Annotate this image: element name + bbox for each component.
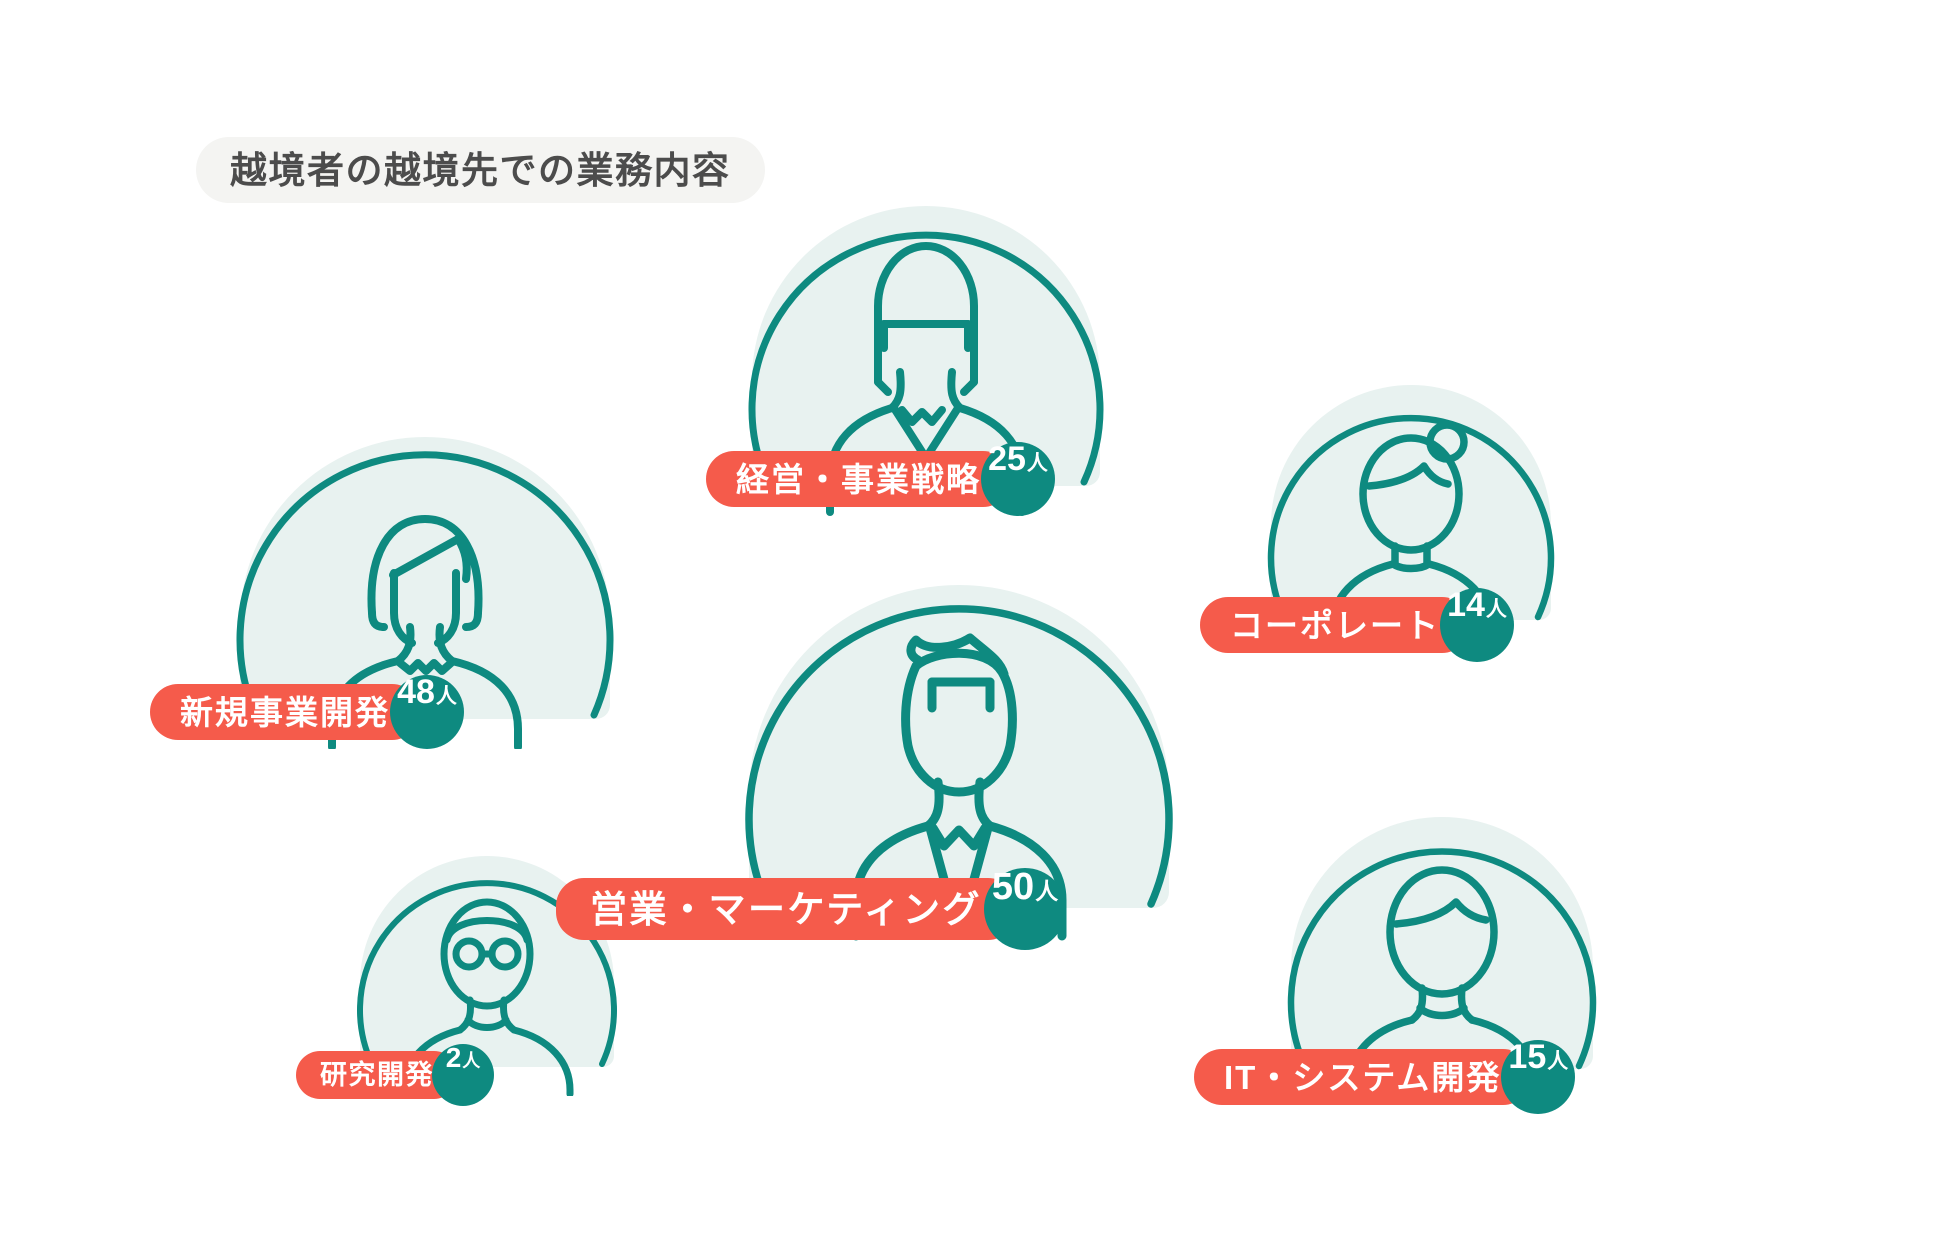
count-unit: 人 bbox=[462, 1051, 481, 1071]
count-value: 15 bbox=[1508, 1038, 1547, 1076]
count-value: 25 bbox=[988, 440, 1026, 478]
count-unit: 人 bbox=[1485, 598, 1507, 621]
category-pill-it-system-dev[interactable]: IT・システム開発 bbox=[1194, 1049, 1532, 1105]
count-unit: 人 bbox=[1035, 878, 1059, 904]
count-value: 48 bbox=[397, 673, 435, 711]
category-label: コーポレート bbox=[1230, 606, 1440, 644]
male-short-hair-suit-tie-avatar bbox=[745, 585, 1173, 941]
count-unit: 人 bbox=[1547, 1050, 1569, 1073]
category-label: 営業・マーケティング bbox=[590, 888, 983, 930]
category-pill-research-dev[interactable]: 研究開発 bbox=[296, 1051, 458, 1099]
category-label: 経営・事業戦略 bbox=[736, 460, 981, 498]
count-value: 50 bbox=[991, 866, 1035, 908]
category-pill-sales-marketing[interactable]: 営業・マーケティング bbox=[556, 878, 1017, 940]
category-pill-corporate[interactable]: コーポレート bbox=[1200, 597, 1470, 653]
category-pill-management-strategy[interactable]: 経営・事業戦略 bbox=[706, 451, 1011, 507]
count-unit: 人 bbox=[1026, 452, 1048, 475]
page-title-text: 越境者の越境先での業務内容 bbox=[230, 149, 731, 191]
page-title: 越境者の越境先での業務内容 bbox=[196, 137, 765, 203]
count-unit: 人 bbox=[435, 685, 457, 708]
female-hair-bun-avatar bbox=[1267, 385, 1555, 648]
category-label: IT・システム開発 bbox=[1224, 1058, 1502, 1096]
count-value: 2 bbox=[445, 1042, 462, 1073]
count-value: 14 bbox=[1447, 586, 1485, 624]
person-round-glasses-avatar bbox=[357, 856, 617, 1096]
female-bob-hair-avatar bbox=[236, 437, 614, 749]
category-label: 新規事業開発 bbox=[180, 693, 390, 731]
category-label: 研究開発 bbox=[320, 1059, 434, 1090]
category-pill-new-business[interactable]: 新規事業開発 bbox=[150, 684, 420, 740]
